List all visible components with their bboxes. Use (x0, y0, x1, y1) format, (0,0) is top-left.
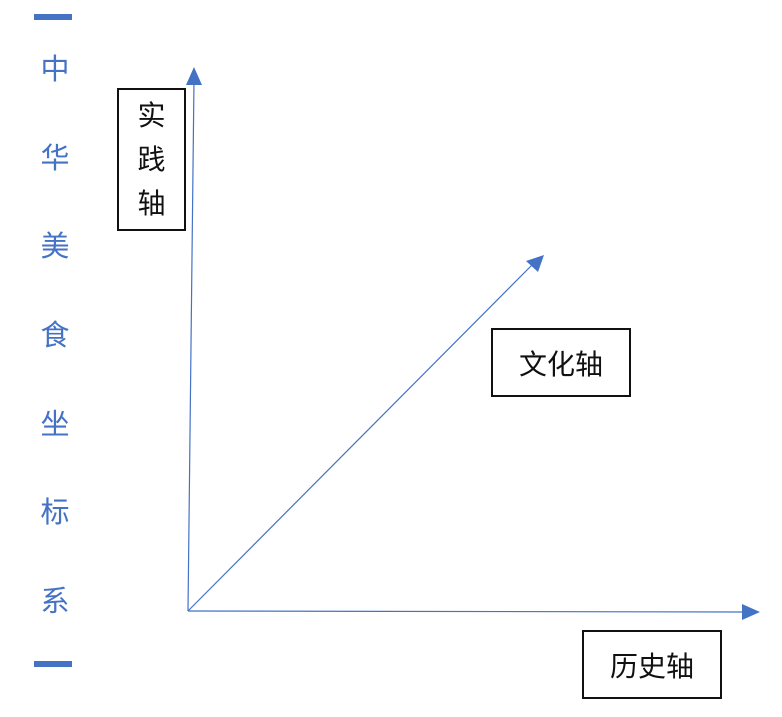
title-char: 标 (40, 495, 70, 530)
history-axis-label: 历史轴 (582, 630, 722, 699)
title-char: 美 (40, 229, 70, 264)
practice-axis-label: 实 践 轴 (117, 88, 186, 231)
culture-axis-label: 文化轴 (491, 328, 631, 397)
history-axis-line (187, 610, 749, 613)
title-top-bar (34, 14, 72, 20)
title-char: 华 (40, 140, 70, 175)
title-char: 坐 (40, 406, 70, 441)
history-axis-arrowhead (742, 604, 760, 620)
title-bottom-bar (34, 661, 72, 667)
vertical-title: 中 华 美 食 坐 标 系 (30, 44, 80, 665)
practice-axis-char: 轴 (137, 186, 166, 220)
title-char: 中 (40, 52, 70, 86)
culture-axis-line (187, 263, 534, 612)
title-char: 系 (40, 584, 70, 619)
culture-axis-arrowhead (526, 255, 544, 272)
title-char: 食 (40, 318, 70, 353)
practice-axis-arrowhead (186, 67, 202, 85)
practice-axis-char: 实 (137, 98, 166, 132)
practice-axis-line (187, 79, 195, 612)
practice-axis-char: 践 (137, 142, 166, 176)
